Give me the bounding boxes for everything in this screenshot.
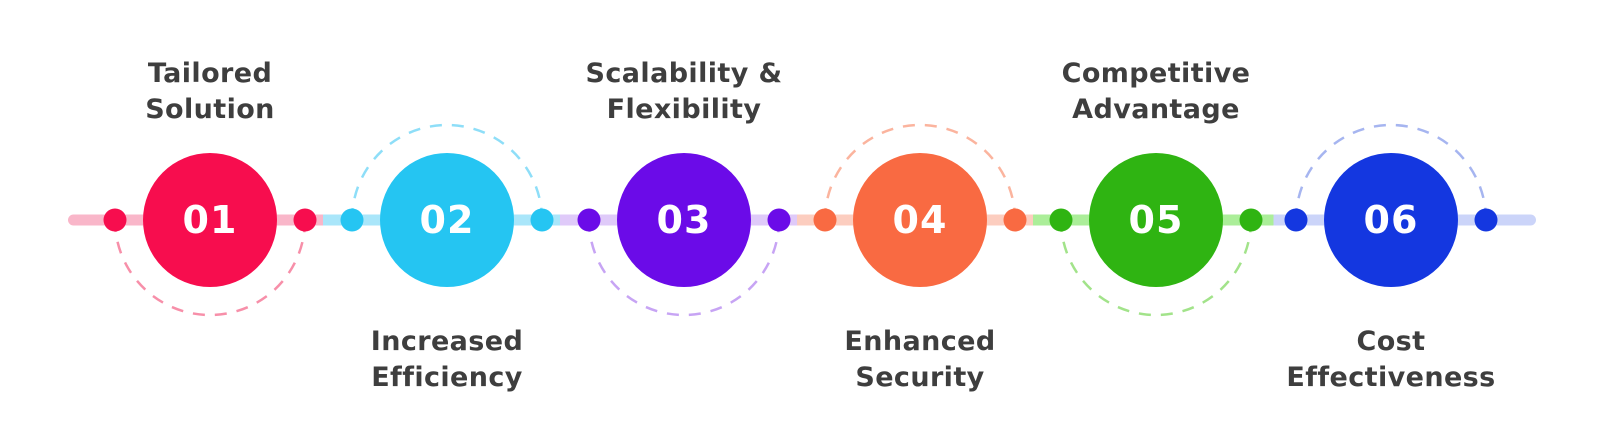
- step-06-label-line1: Cost: [1356, 326, 1426, 357]
- step-02-right-dot: [530, 208, 554, 232]
- step-04-circle: [853, 153, 987, 287]
- step-03-label: Scalability & Flexibility: [534, 56, 834, 128]
- step-06-right-dot: [1474, 208, 1498, 232]
- step-04-label-line2: Security: [855, 362, 985, 393]
- step-06-dashed-arc: [1294, 123, 1488, 221]
- step-02-dashed-arc: [350, 123, 544, 221]
- step-06-left-dot: [1284, 208, 1308, 232]
- step-01-circle: [143, 153, 277, 287]
- step-01-label-line1: Tailored: [147, 58, 273, 89]
- step-05-left-dot: [1049, 208, 1073, 232]
- step-06-label-line2: Effectiveness: [1286, 362, 1496, 393]
- step-05-label: Competitive Advantage: [1006, 56, 1306, 128]
- step-03-circle: [617, 153, 751, 287]
- step-01-right-dot: [293, 208, 317, 232]
- step-05-dashed-arc: [1059, 219, 1253, 317]
- step-02-circle: [380, 153, 514, 287]
- step-01-left-dot: [103, 208, 127, 232]
- step-03-right-dot: [767, 208, 791, 232]
- step-03-label-line2: Flexibility: [606, 94, 762, 125]
- step-01-label: Tailored Solution: [60, 56, 360, 128]
- step-01-dashed-arc: [113, 219, 307, 317]
- step-02-left-dot: [340, 208, 364, 232]
- step-04-dashed-arc: [823, 123, 1017, 221]
- step-04-label-line1: Enhanced: [844, 326, 996, 357]
- step-05-right-dot: [1239, 208, 1263, 232]
- step-04-left-dot: [813, 208, 837, 232]
- step-01-label-line2: Solution: [145, 94, 275, 125]
- step-05-label-line1: Competitive: [1061, 58, 1251, 89]
- step-05-circle: [1089, 153, 1223, 287]
- step-02-label-line1: Increased: [370, 326, 524, 357]
- step-04-right-dot: [1003, 208, 1027, 232]
- step-02-label: Increased Efficiency: [297, 324, 597, 396]
- step-02-label-line2: Efficiency: [371, 362, 523, 393]
- step-03-left-dot: [577, 208, 601, 232]
- step-03-dashed-arc: [587, 219, 781, 317]
- step-06-circle: [1324, 153, 1458, 287]
- step-06-label: Cost Effectiveness: [1241, 324, 1541, 396]
- step-03-label-line1: Scalability &: [585, 58, 783, 89]
- step-05-label-line2: Advantage: [1072, 94, 1240, 125]
- step-04-label: Enhanced Security: [770, 324, 1070, 396]
